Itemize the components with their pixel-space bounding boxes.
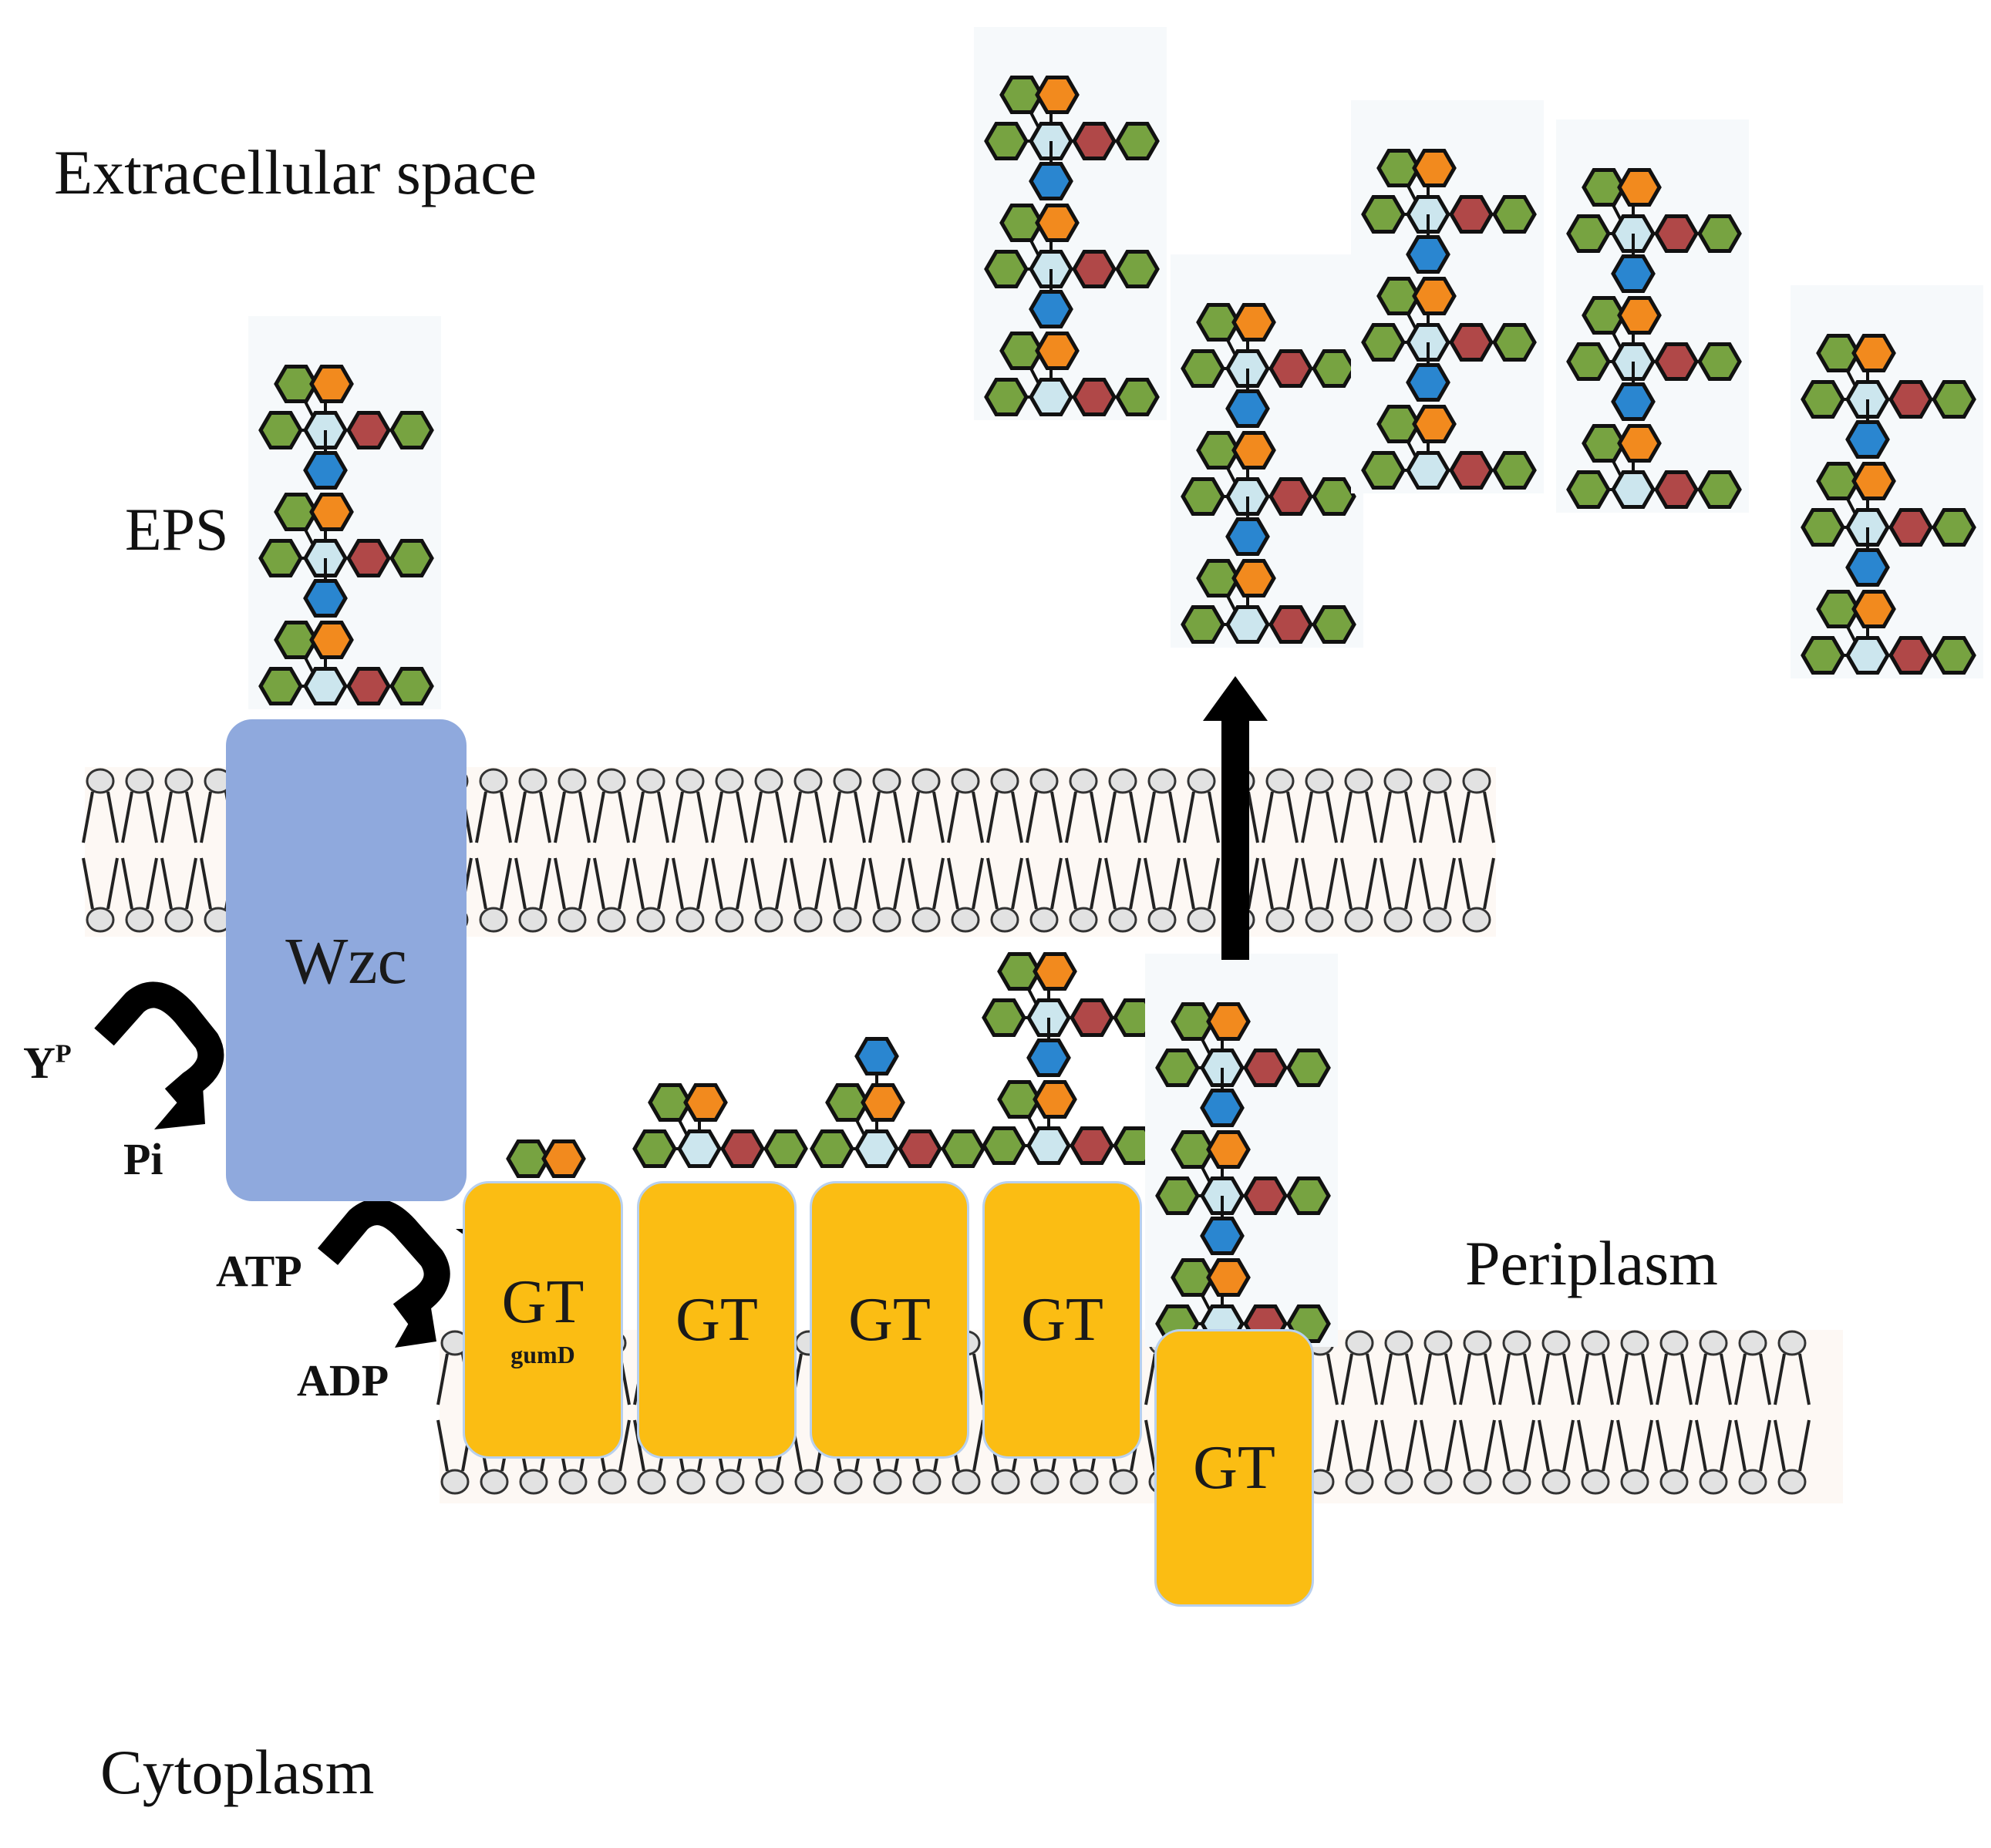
phosphorylation-arrow-gt xyxy=(317,1199,450,1348)
gt-sugar-4 xyxy=(984,954,1155,1163)
gt-gumd-protein: GT gumD xyxy=(463,1181,623,1459)
atp-label: ATP xyxy=(216,1246,302,1296)
gt-sugar-1 xyxy=(508,1142,584,1176)
periplasm-label: Periplasm xyxy=(1465,1228,1718,1298)
gumd-label: gumD xyxy=(510,1340,575,1368)
pi-label: Pi xyxy=(123,1134,163,1184)
wzc-protein: Wzc xyxy=(226,719,467,1201)
y-label: Y xyxy=(23,1038,56,1088)
gt-label-3: GT xyxy=(848,1286,931,1354)
extracellular-label: Extracellular space xyxy=(54,137,537,207)
phosphorylation-arrow-wzc xyxy=(94,981,224,1129)
p-superscript: P xyxy=(55,1039,72,1069)
released-eps-chains xyxy=(974,27,1983,678)
gt-protein-4: GT xyxy=(982,1181,1142,1459)
gt-protein-3: GT xyxy=(810,1181,969,1459)
gt-sugar-5 xyxy=(1145,954,1338,1347)
wzc-label: Wzc xyxy=(285,923,407,998)
gt-sugar-2 xyxy=(635,1086,806,1166)
gt-label-4: GT xyxy=(1021,1286,1103,1354)
adp-label: ADP xyxy=(297,1355,389,1405)
gt-protein-5: GT xyxy=(1154,1329,1314,1607)
gt-label-2: GT xyxy=(675,1286,758,1354)
cytoplasm-label: Cytoplasm xyxy=(100,1737,375,1807)
gt-sugar-3 xyxy=(812,1039,983,1166)
y-p-label: YP xyxy=(23,1041,72,1086)
gt-label-1: GT xyxy=(501,1267,584,1336)
export-arrow xyxy=(1203,676,1268,960)
eps-label: EPS xyxy=(125,496,229,563)
gt-protein-2: GT xyxy=(637,1181,797,1459)
eps-chain-wzc xyxy=(248,316,441,709)
gt-label-5: GT xyxy=(1193,1434,1275,1502)
